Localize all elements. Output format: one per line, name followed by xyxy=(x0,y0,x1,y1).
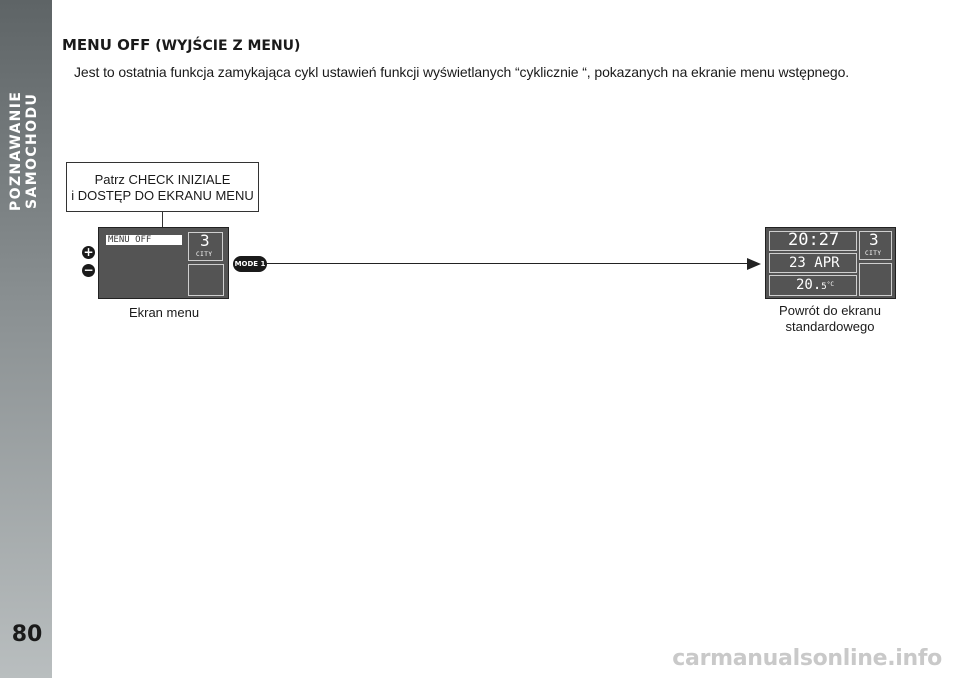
standard-screen-caption: Powrót do ekranu standardowego xyxy=(760,303,900,335)
plus-button-icon: + xyxy=(82,245,95,259)
menu-item-highlight: MENU OFF xyxy=(106,235,182,245)
caption-line-2: standardowego xyxy=(785,319,875,334)
menu-screen: MENU OFF 3 CITY xyxy=(98,227,229,299)
reference-line-1: Patrz CHECK INIZIALE xyxy=(94,172,231,187)
arrow-head-icon xyxy=(747,258,761,270)
temperature-value: 20.5°C xyxy=(796,276,834,296)
menu-screen-caption: Ekran menu xyxy=(128,305,200,320)
date-value: 23 APR xyxy=(789,255,840,271)
gear-panel xyxy=(859,231,892,260)
temperature-unit: °C xyxy=(826,281,834,288)
drive-mode-label: CITY xyxy=(196,251,213,258)
heading-main: MENU OFF xyxy=(62,36,151,54)
temperature-panel xyxy=(769,275,857,296)
temperature-decimal: 5 xyxy=(821,282,827,292)
gear-value: 3 xyxy=(869,230,879,249)
minus-button-icon: − xyxy=(82,263,95,277)
time-panel xyxy=(769,231,857,251)
sidebar-strip: POZNAWANIE SAMOCHODU 80 xyxy=(0,0,52,678)
date-panel xyxy=(769,253,857,273)
temperature-integer: 20. xyxy=(796,277,822,293)
page-heading: MENU OFF (WYJŚCIE Z MENU) xyxy=(62,36,300,54)
reference-connector xyxy=(162,212,163,228)
section-title: POZNAWANIE SAMOCHODU xyxy=(8,90,40,212)
page-number: 80 xyxy=(11,622,43,647)
clock-time: 20:27 xyxy=(788,230,840,250)
gear-value: 3 xyxy=(200,231,210,250)
reference-box: Patrz CHECK INIZIALE i DOSTĘP DO EKRANU … xyxy=(66,162,259,212)
lower-panel xyxy=(188,264,224,296)
drive-mode-label: CITY xyxy=(865,250,882,257)
watermark: carmanualsonline.info xyxy=(672,646,942,671)
intro-text: Jest to ostatnia funkcja zamykająca cykl… xyxy=(74,64,850,80)
mode-1-button-icon: MODE 1 xyxy=(233,256,267,272)
arrow-line xyxy=(267,263,749,264)
caption-line-1: Powrót do ekranu xyxy=(779,303,881,318)
heading-sub: (WYJŚCIE Z MENU) xyxy=(150,38,301,54)
gear-panel xyxy=(188,232,223,261)
reference-line-2: i DOSTĘP DO EKRANU MENU xyxy=(71,188,254,203)
lower-panel xyxy=(859,263,892,296)
standard-screen: 20:27 23 APR 20.5°C 3 CITY xyxy=(765,227,896,299)
